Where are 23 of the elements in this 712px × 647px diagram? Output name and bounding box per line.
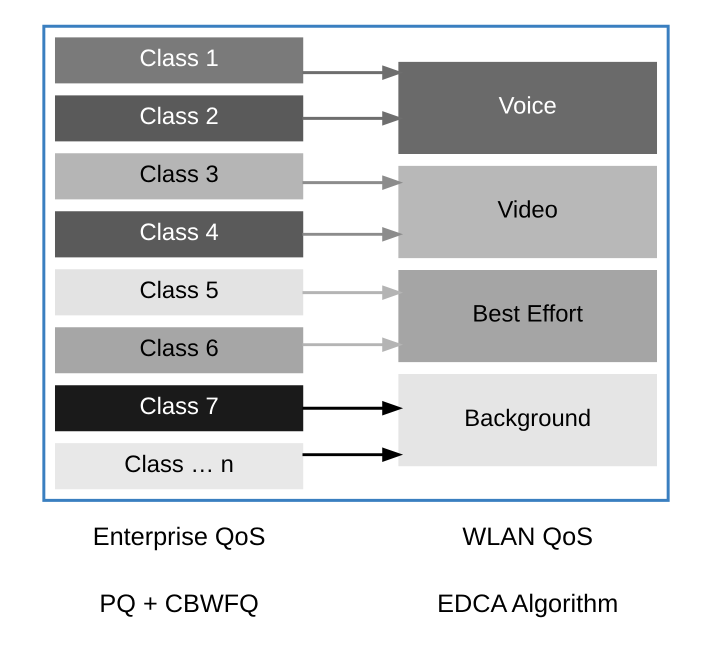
node-box: Voice <box>398 62 658 154</box>
label: Enterprise QoS <box>92 523 266 552</box>
node-box: Best Effort <box>398 270 658 362</box>
arrow <box>302 285 404 300</box>
arrow <box>302 227 404 242</box>
cluster <box>42 24 670 502</box>
node-box: Class 6 <box>54 327 304 374</box>
arrow <box>302 337 404 352</box>
node-box: Class 5 <box>54 269 304 316</box>
node-box: Class … n <box>54 443 304 490</box>
label: EDCA Algorithm <box>437 590 618 618</box>
node-box: Video <box>398 166 658 258</box>
node-box: Class 3 <box>54 153 304 200</box>
node-box: Class 7 <box>54 385 304 432</box>
label: PQ + CBWFQ <box>99 590 259 618</box>
arrow <box>302 447 404 462</box>
node-box: Class 2 <box>54 95 304 142</box>
node-box: Background <box>398 374 658 466</box>
label: WLAN QoS <box>462 523 593 552</box>
node-box: Class 1 <box>54 37 304 84</box>
arrow <box>302 400 404 416</box>
node-box: Class 4 <box>54 211 304 258</box>
arrow <box>302 175 404 190</box>
